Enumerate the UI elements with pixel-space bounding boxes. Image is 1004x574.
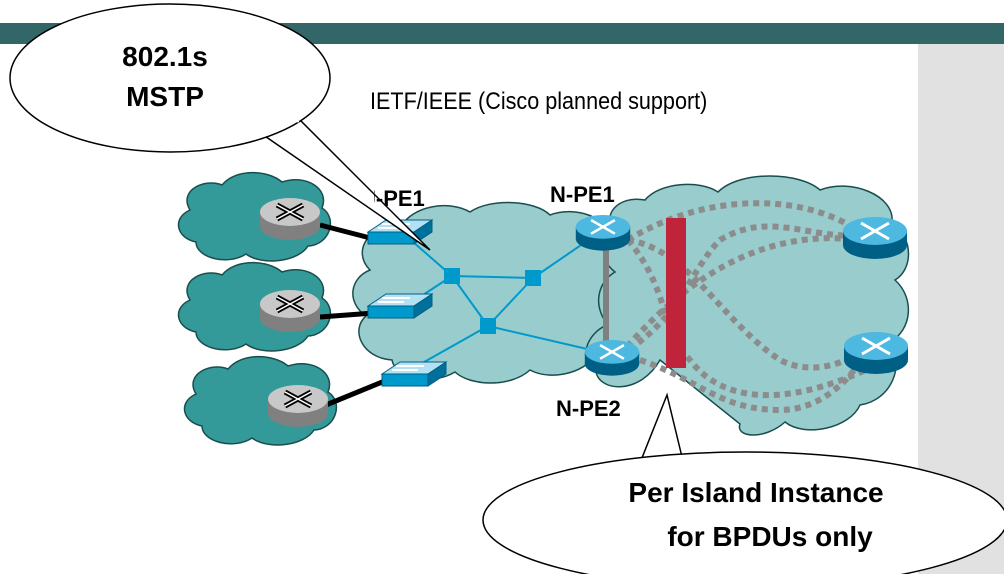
callout-bottom-line1: Per Island Instance	[628, 477, 884, 508]
router-icon	[268, 385, 328, 427]
callout-top-line1: 802.1s	[122, 41, 208, 72]
mstp-node-3	[480, 318, 496, 334]
mstp-nodes	[444, 268, 541, 334]
router-icon	[584, 340, 640, 376]
callout-bottom	[482, 392, 1004, 574]
callout-top	[9, 3, 431, 251]
switch-icon	[381, 361, 447, 387]
label-npe2: N-PE2	[556, 396, 621, 421]
heading: IETF/IEEE (Cisco planned support)	[370, 88, 708, 115]
label-npe1: N-PE1	[550, 182, 615, 207]
router-icon	[260, 290, 320, 332]
router-icon	[843, 217, 907, 259]
router-icon	[575, 215, 631, 251]
router-icon	[844, 332, 908, 374]
mstp-node-1	[444, 268, 460, 284]
callout-bottom-text: Per Island Instance for BPDUs only	[556, 471, 956, 559]
router-icon	[260, 198, 320, 240]
label-upe1: U-PE1	[360, 186, 425, 211]
callout-bottom-line2: for BPDUs only	[667, 521, 873, 552]
mstp-node-2	[525, 270, 541, 286]
callout-top-line2: MSTP	[126, 81, 204, 112]
callout-top-text: 802.1s MSTP	[80, 37, 250, 117]
core-cloud	[585, 175, 910, 436]
island-boundary	[666, 218, 686, 368]
